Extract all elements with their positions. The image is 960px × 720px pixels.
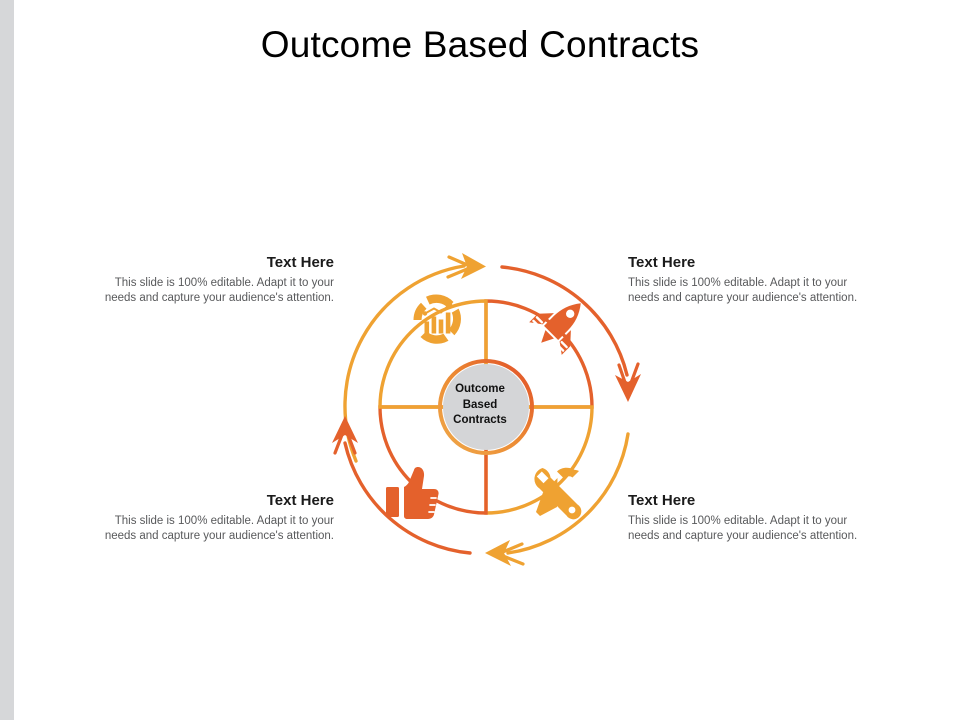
left-gutter-band xyxy=(0,0,14,720)
tools-icon xyxy=(534,467,582,520)
quadrant-shape-top-left[interactable] xyxy=(378,299,488,409)
circular-process-diagram xyxy=(286,215,686,595)
quadrant-heading: Text Here xyxy=(628,254,696,271)
arrow-right xyxy=(500,265,641,402)
quadrant-body: This slide is 100% editable. Adapt it to… xyxy=(628,277,858,304)
quadrant-text-top-left: Text Here This slide is 100% editable. A… xyxy=(82,253,334,305)
thumbs-up-icon xyxy=(386,467,439,519)
quadrant-shape-bottom-left[interactable] xyxy=(378,405,488,515)
center-hub[interactable] xyxy=(438,359,534,455)
page-title: Outcome Based Contracts xyxy=(260,24,700,65)
quadrant-heading: Text Here xyxy=(266,492,334,509)
quadrant-text-bottom-right: Text Here This slide is 100% editable. A… xyxy=(628,491,880,543)
quadrant-body: This slide is 100% editable. Adapt it to… xyxy=(628,515,858,542)
quadrant-heading: Text Here xyxy=(628,492,696,509)
quadrant-text-bottom-left: Text Here This slide is 100% editable. A… xyxy=(82,491,334,543)
arrow-left xyxy=(332,416,472,555)
quadrant-body: This slide is 100% editable. Adapt it to… xyxy=(104,277,334,304)
quadrant-text-top-right: Text Here This slide is 100% editable. A… xyxy=(628,253,880,305)
quadrant-body: This slide is 100% editable. Adapt it to… xyxy=(104,515,334,542)
quadrant-heading: Text Here xyxy=(266,254,334,271)
bar-chart-circle-icon xyxy=(413,294,461,344)
rocket-icon xyxy=(529,303,581,355)
arrow-bottom xyxy=(485,432,630,566)
